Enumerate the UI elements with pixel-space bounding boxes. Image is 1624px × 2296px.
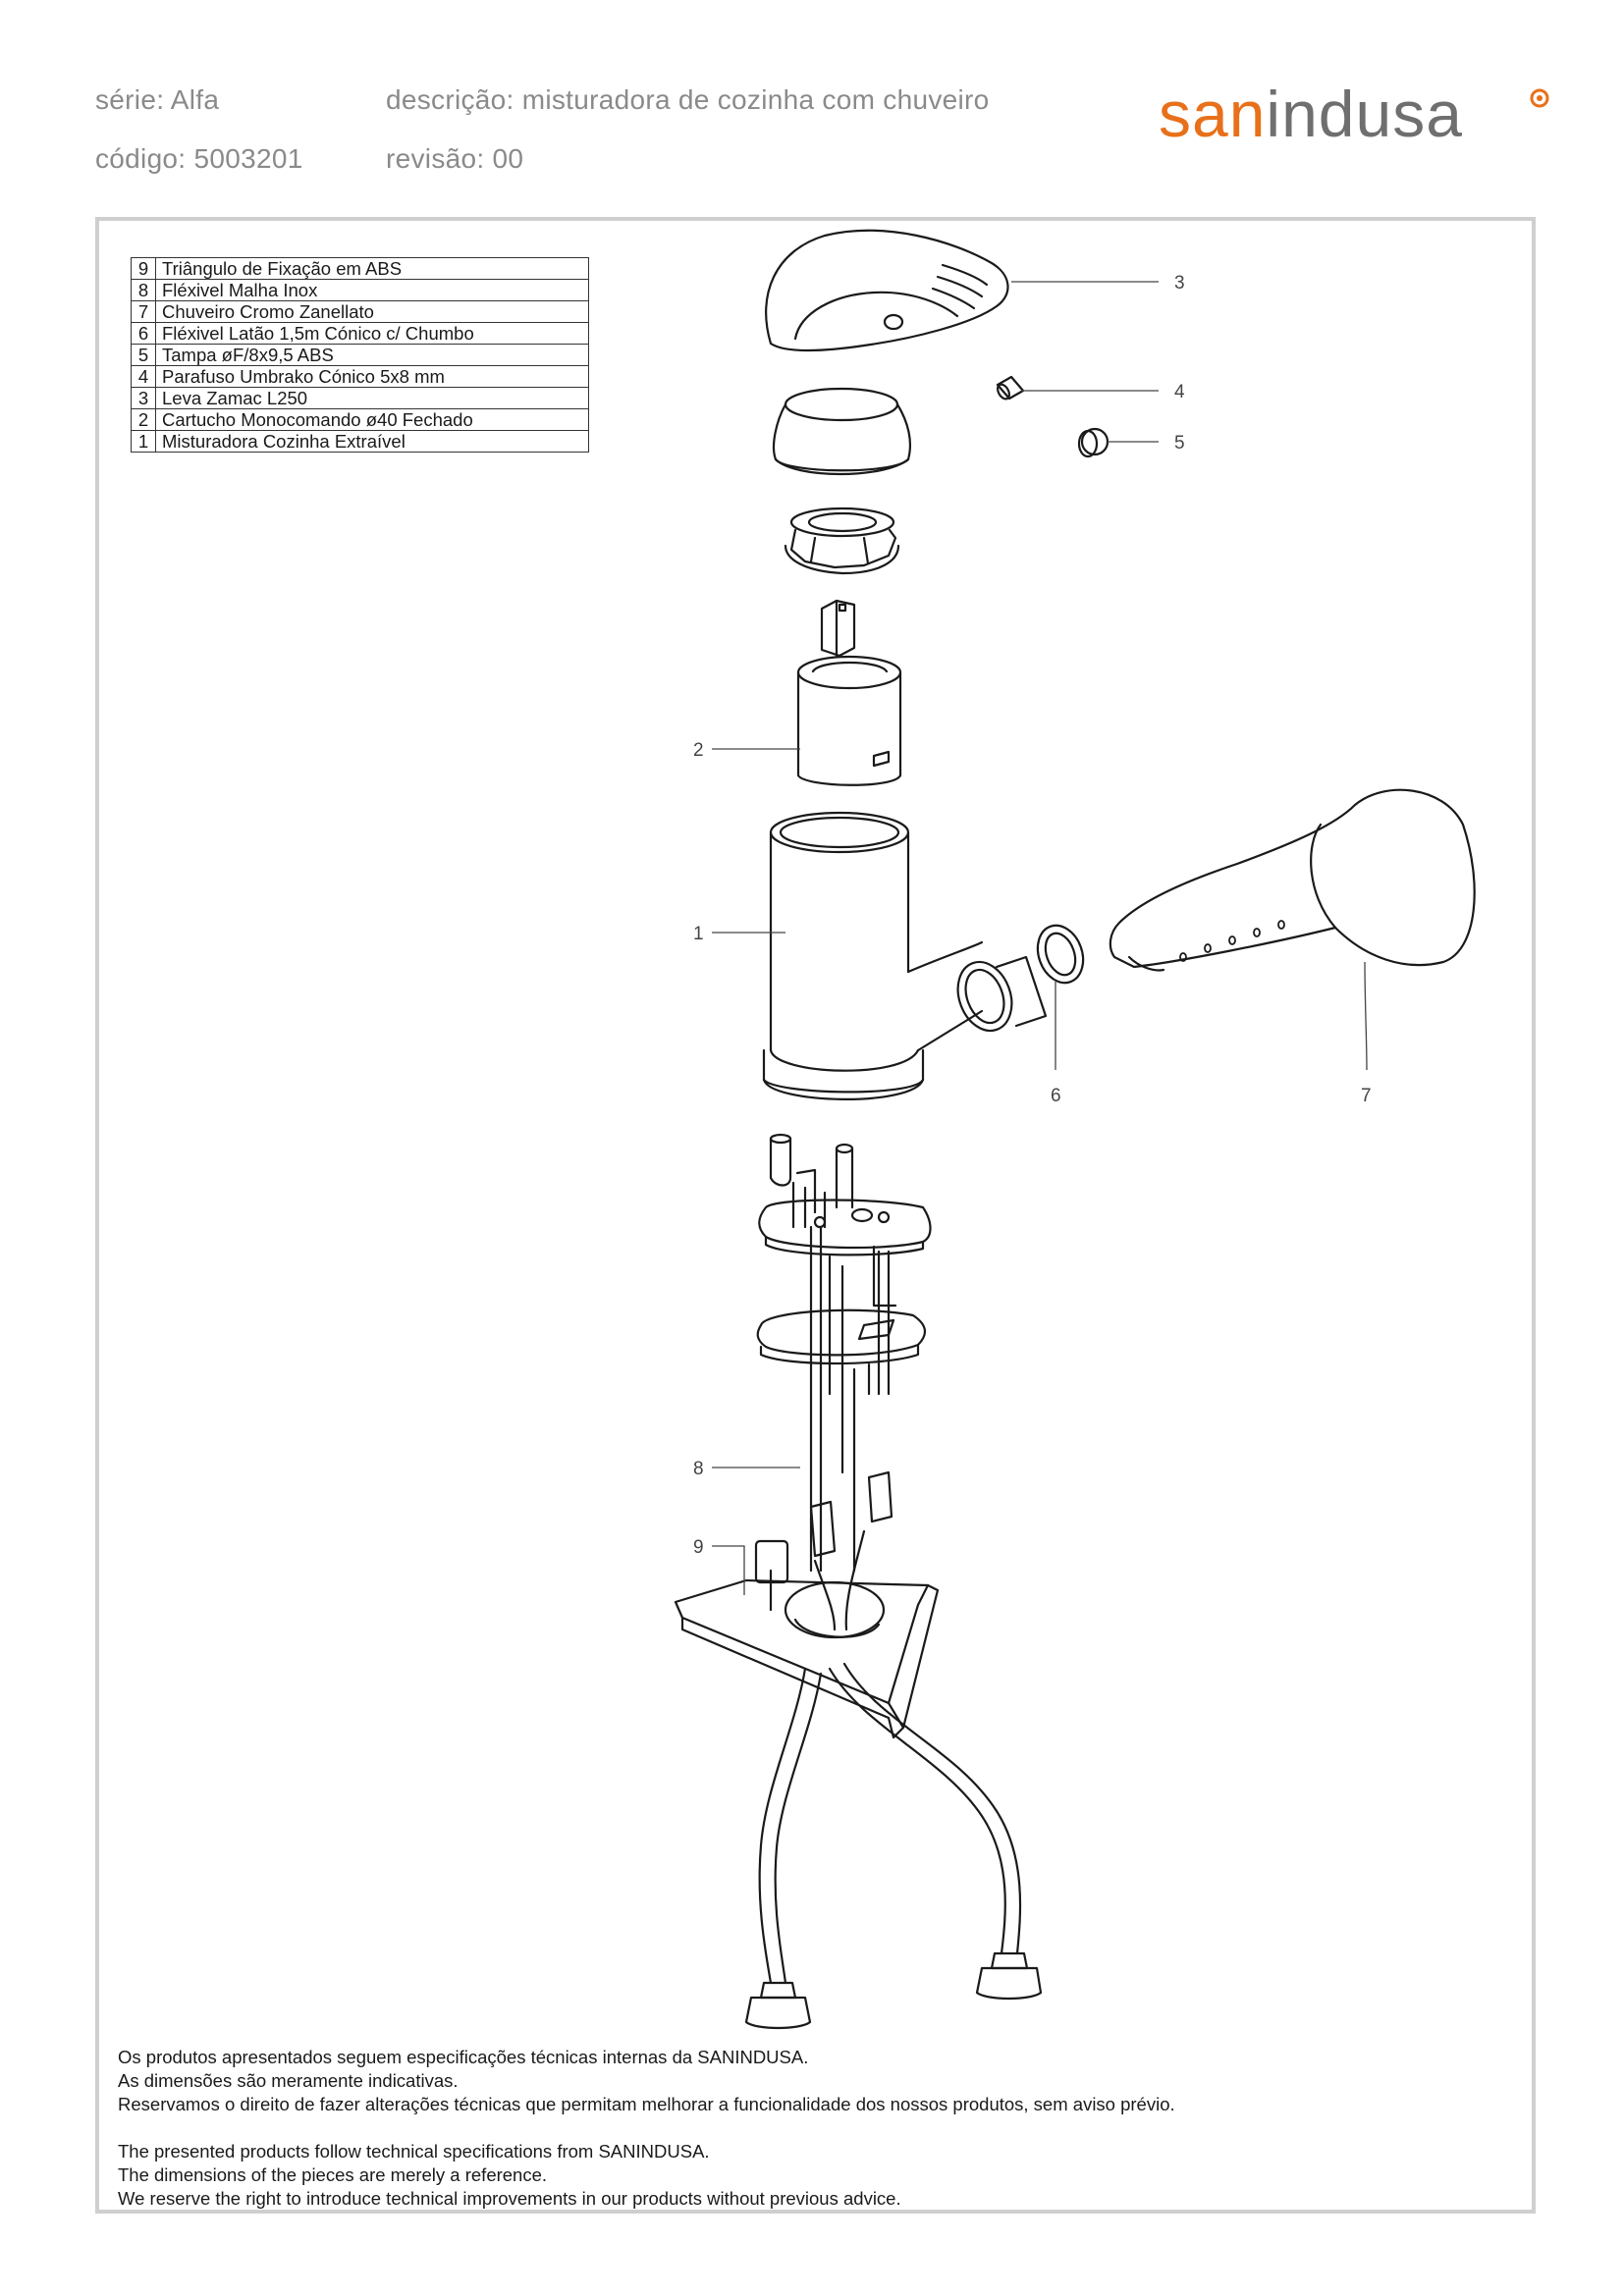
svg-text:sanindusa: sanindusa bbox=[1159, 82, 1463, 150]
note-line: We reserve the right to introduce techni… bbox=[118, 2188, 901, 2209]
sanindusa-logo: sanindusa bbox=[1159, 82, 1549, 150]
revision-label: revisão: 00 bbox=[386, 143, 524, 174]
callout-1: 1 bbox=[693, 924, 704, 944]
dome-cover-drawing bbox=[772, 387, 912, 476]
callout-6: 6 bbox=[1051, 1086, 1061, 1106]
part-description: Misturadora Cozinha Extraível bbox=[155, 430, 589, 453]
notes-portuguese: Os produtos apresentados seguem especifi… bbox=[118, 2046, 1175, 2116]
part-description: Cartucho Monocomando ø40 Fechado bbox=[155, 408, 589, 431]
part-description: Parafuso Umbrako Cónico 5x8 mm bbox=[155, 365, 589, 388]
content-frame bbox=[95, 217, 1536, 2214]
note-line: The dimensions of the pieces are merely … bbox=[118, 2164, 548, 2185]
shower-head-drawing bbox=[1109, 788, 1476, 972]
screw-drawing bbox=[996, 375, 1025, 400]
notes-english: The presented products follow technical … bbox=[118, 2140, 901, 2211]
note-line: Reservamos o direito de fazer alterações… bbox=[118, 2094, 1175, 2114]
cartridge-drawing bbox=[796, 599, 902, 786]
callout-2: 2 bbox=[693, 740, 704, 761]
lever-handle-drawing bbox=[765, 229, 1009, 352]
leader-line bbox=[712, 1545, 745, 1595]
logo-text-grey: indusa bbox=[1266, 82, 1463, 150]
description-label: descrição: misturadora de cozinha com ch… bbox=[386, 84, 990, 115]
callout-9: 9 bbox=[693, 1537, 704, 1558]
note-line: The presented products follow technical … bbox=[118, 2141, 710, 2162]
series-label: série: Alfa bbox=[95, 84, 220, 115]
callout-4: 4 bbox=[1174, 382, 1185, 402]
mounting-hardware-drawing bbox=[754, 1133, 932, 1631]
part-description: Fléxivel Malha Inox bbox=[155, 279, 589, 301]
callout-7: 7 bbox=[1361, 1086, 1372, 1106]
callout-3: 3 bbox=[1174, 273, 1185, 294]
logo-mark-icon bbox=[1530, 88, 1549, 108]
triangle-plate-drawing bbox=[674, 1578, 940, 1739]
code-label: código: 5003201 bbox=[95, 143, 303, 174]
callout-5: 5 bbox=[1174, 433, 1185, 454]
callout-8: 8 bbox=[693, 1459, 704, 1479]
part-description: Chuveiro Cromo Zanellato bbox=[155, 300, 589, 323]
mixer-body-drawing bbox=[762, 811, 1085, 1100]
flexible-hoses-drawing bbox=[744, 1662, 1043, 2030]
logo-text-orange: san bbox=[1159, 82, 1266, 150]
cap-drawing bbox=[1077, 427, 1110, 458]
locking-nut-drawing bbox=[784, 507, 900, 575]
note-line: As dimensões são meramente indicativas. bbox=[118, 2070, 459, 2091]
note-line: Os produtos apresentados seguem especifi… bbox=[118, 2047, 809, 2067]
leader-line bbox=[1364, 961, 1368, 1071]
